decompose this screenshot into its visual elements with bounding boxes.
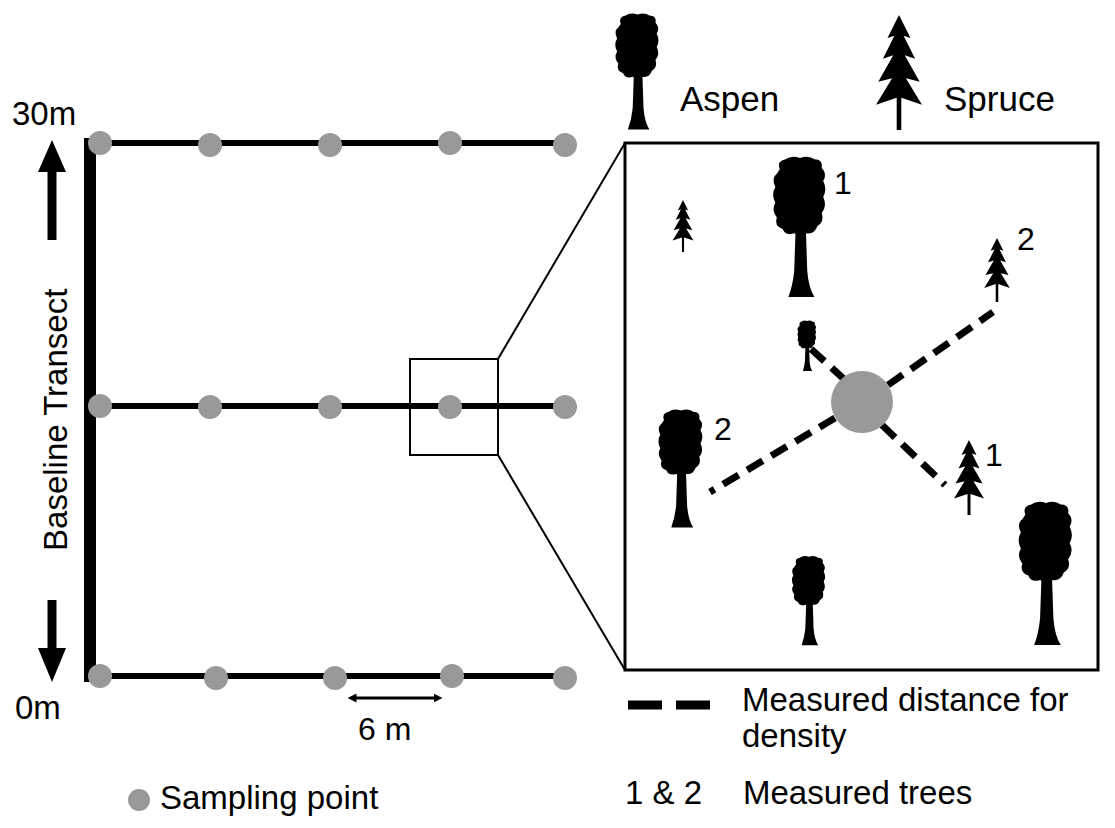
callout-sample: 1 & 2 [625, 775, 702, 811]
sampling-point [831, 371, 893, 433]
legend-text: Sampling point [160, 780, 378, 816]
legend-text: Measured trees [743, 775, 972, 811]
axis-label: 30m [12, 96, 76, 132]
transect-grid [90, 138, 565, 682]
legend-text: Spruce [944, 80, 1055, 118]
callout-number: 2 [1017, 222, 1035, 257]
distance-lines [710, 312, 993, 492]
zoom-line [498, 143, 625, 359]
legend-swatch [128, 789, 150, 811]
dimension-label: 6 m [358, 712, 411, 747]
spruce-icon [876, 15, 922, 130]
callout-number: 2 [714, 412, 732, 447]
sampling-points [88, 131, 577, 690]
aspen-icon [615, 13, 658, 129]
legend-text: Measured distance for density [742, 682, 1110, 753]
inset-frame [625, 143, 1098, 670]
trees [658, 157, 1071, 645]
callout-number: 1 [985, 438, 1003, 473]
axis-title: Baseline Transect [38, 285, 74, 555]
zoom-line [498, 455, 625, 670]
callout-number: 1 [834, 166, 852, 201]
axis-label: 0m [15, 690, 61, 726]
dash-sample [628, 701, 712, 710]
zoom-box [410, 359, 498, 455]
legend-text: Aspen [680, 80, 779, 118]
dimension-arrow [352, 697, 438, 700]
